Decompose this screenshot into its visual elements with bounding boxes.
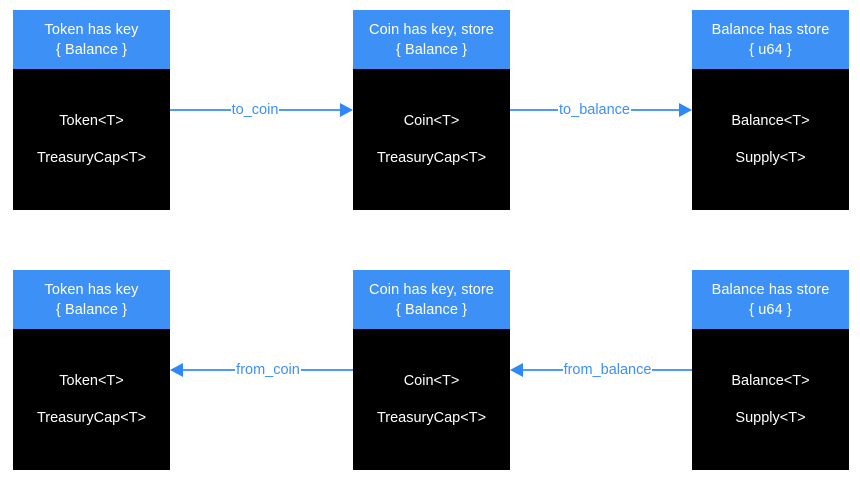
node-body-line1: Balance<T> bbox=[731, 373, 810, 389]
arrow-head-left-icon bbox=[510, 363, 523, 377]
edge-line-right bbox=[652, 369, 693, 371]
edge-to-coin: to_coin bbox=[170, 97, 354, 123]
node-body-line2: Supply<T> bbox=[735, 410, 806, 426]
node-header-line1: Coin has key, store bbox=[369, 281, 494, 298]
node-header-balance-top: Balance has store { u64 } bbox=[692, 10, 849, 69]
node-header-line2: { Balance } bbox=[55, 41, 128, 58]
node-header-line2: { Balance } bbox=[395, 301, 468, 318]
node-body-line1: Coin<T> bbox=[403, 373, 460, 389]
arrow-head-left-icon bbox=[170, 363, 183, 377]
node-header-line1: Token has key bbox=[44, 281, 139, 298]
edge-line-right bbox=[630, 109, 680, 111]
node-header-line1: Token has key bbox=[44, 21, 139, 38]
edge-line-left bbox=[523, 369, 563, 371]
node-body-line2: TreasuryCap<T> bbox=[376, 150, 487, 166]
edge-line-right bbox=[300, 369, 354, 371]
edge-from-balance: from_balance bbox=[510, 357, 693, 383]
node-body-balance-bottom: Balance<T> Supply<T> bbox=[692, 329, 849, 470]
node-body-coin-bottom: Coin<T> TreasuryCap<T> bbox=[353, 329, 510, 470]
edge-from-coin: from_coin bbox=[170, 357, 354, 383]
node-header-coin-top: Coin has key, store { Balance } bbox=[353, 10, 510, 69]
node-token-top: Token has key { Balance } Token<T> Treas… bbox=[13, 10, 170, 210]
node-header-line2: { u64 } bbox=[749, 301, 792, 318]
node-body-line1: Balance<T> bbox=[731, 113, 810, 129]
node-body-line2: Supply<T> bbox=[735, 150, 806, 166]
node-header-line1: Coin has key, store bbox=[369, 21, 494, 38]
node-body-coin-top: Coin<T> TreasuryCap<T> bbox=[353, 69, 510, 210]
edge-line-left bbox=[510, 109, 559, 111]
node-body-line1: Token<T> bbox=[59, 373, 124, 389]
arrow-head-right-icon bbox=[679, 103, 693, 117]
node-header-line2: { Balance } bbox=[395, 41, 468, 58]
edge-label-from-balance: from_balance bbox=[563, 362, 652, 378]
edge-line-left bbox=[170, 109, 231, 111]
node-header-line1: Balance has store bbox=[711, 21, 830, 38]
edge-to-balance: to_balance bbox=[510, 97, 693, 123]
node-header-token-bottom: Token has key { Balance } bbox=[13, 270, 170, 329]
node-body-line2: TreasuryCap<T> bbox=[36, 150, 147, 166]
node-body-token-top: Token<T> TreasuryCap<T> bbox=[13, 69, 170, 210]
node-header-balance-bottom: Balance has store { u64 } bbox=[692, 270, 849, 329]
edge-label-from-coin: from_coin bbox=[236, 362, 300, 378]
edge-line-right bbox=[279, 109, 341, 111]
node-header-line1: Balance has store bbox=[711, 281, 830, 298]
node-body-token-bottom: Token<T> TreasuryCap<T> bbox=[13, 329, 170, 470]
node-body-balance-top: Balance<T> Supply<T> bbox=[692, 69, 849, 210]
node-balance-bottom: Balance has store { u64 } Balance<T> Sup… bbox=[692, 270, 849, 470]
node-header-token-top: Token has key { Balance } bbox=[13, 10, 170, 69]
node-token-bottom: Token has key { Balance } Token<T> Treas… bbox=[13, 270, 170, 470]
edge-line-left bbox=[183, 369, 236, 371]
node-coin-bottom: Coin has key, store { Balance } Coin<T> … bbox=[353, 270, 510, 470]
edge-label-to-coin: to_coin bbox=[231, 102, 279, 118]
node-body-line1: Coin<T> bbox=[403, 113, 460, 129]
node-header-line2: { u64 } bbox=[749, 41, 792, 58]
node-header-coin-bottom: Coin has key, store { Balance } bbox=[353, 270, 510, 329]
node-body-line1: Token<T> bbox=[59, 113, 124, 129]
edge-label-to-balance: to_balance bbox=[559, 102, 630, 118]
node-body-line2: TreasuryCap<T> bbox=[36, 410, 147, 426]
node-balance-top: Balance has store { u64 } Balance<T> Sup… bbox=[692, 10, 849, 210]
arrow-head-right-icon bbox=[340, 103, 354, 117]
node-coin-top: Coin has key, store { Balance } Coin<T> … bbox=[353, 10, 510, 210]
node-header-line2: { Balance } bbox=[55, 301, 128, 318]
node-body-line2: TreasuryCap<T> bbox=[376, 410, 487, 426]
